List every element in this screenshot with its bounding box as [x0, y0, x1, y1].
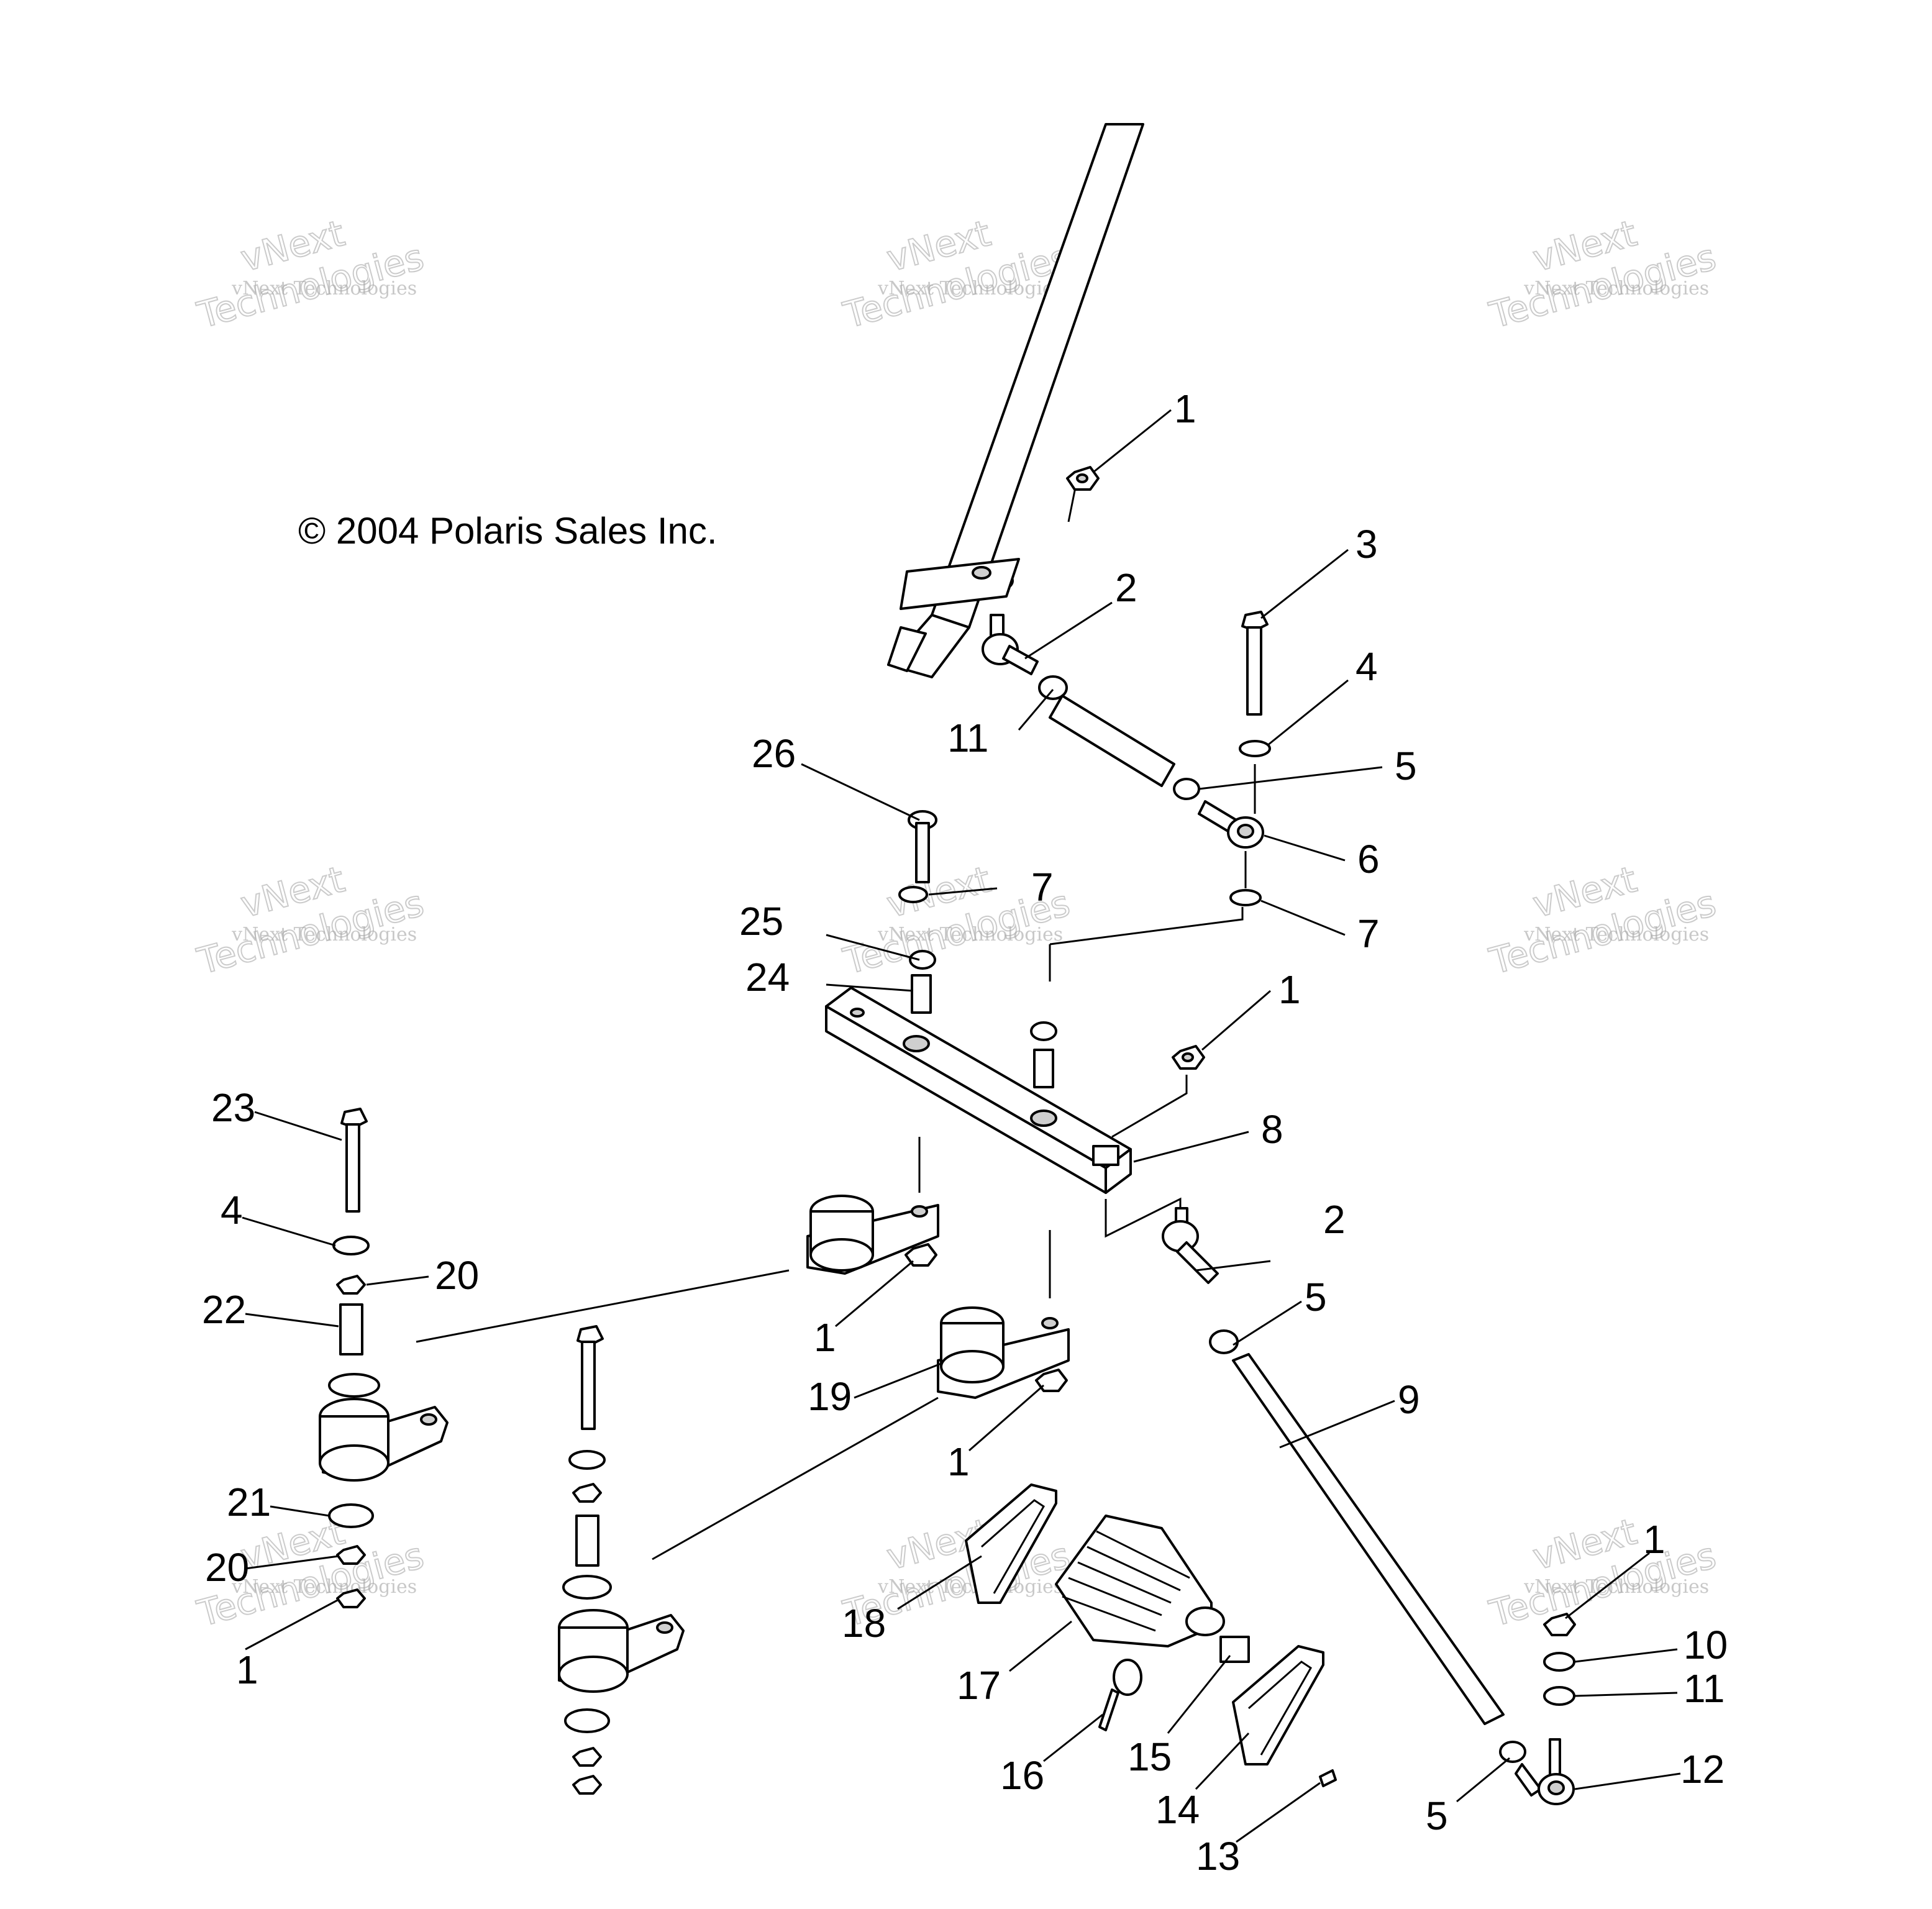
callout: 19	[808, 1374, 852, 1419]
callout: 1	[1278, 967, 1301, 1012]
nut-1-bar	[1111, 1045, 1205, 1138]
boot-assembly	[965, 1483, 1337, 1787]
guide-line	[416, 1269, 790, 1343]
callout: 5	[1305, 1275, 1327, 1319]
leader-lines	[242, 409, 1681, 1843]
watermark: vNext vNext Technologies Technologies	[1485, 211, 1721, 337]
callout: 23	[211, 1085, 255, 1130]
pitman-arm-lower	[937, 1230, 1070, 1399]
callout: 1	[1643, 1517, 1665, 1562]
callout: 3	[1356, 522, 1378, 567]
callout: 6	[1357, 837, 1380, 882]
callout: 16	[1000, 1753, 1044, 1798]
svg-text:vNext Technologies: vNext Technologies	[231, 1576, 417, 1598]
callout: 11	[947, 716, 988, 760]
callout: 20	[205, 1545, 249, 1590]
callout: 21	[227, 1480, 271, 1524]
svg-text:vNext Technologies: vNext Technologies	[231, 278, 417, 299]
middle-stack	[558, 1325, 685, 1795]
watermark: vNext vNext Technologies Technologies	[193, 211, 429, 337]
left-stack	[319, 1108, 449, 1608]
pitman-arm-upper	[806, 1137, 939, 1275]
callout: 4	[1356, 644, 1378, 689]
svg-text:vNext Technologies: vNext Technologies	[877, 924, 1063, 945]
watermark: vNext vNext Technologies Technologies	[1485, 857, 1721, 983]
guide-line	[652, 1396, 939, 1560]
callout: 7	[1357, 911, 1380, 956]
callout: 1	[814, 1315, 836, 1360]
callout: 25	[739, 899, 783, 944]
svg-text:vNext Technologies: vNext Technologies	[231, 924, 417, 945]
callout: 24	[745, 955, 790, 1000]
callout: 8	[1261, 1107, 1283, 1152]
callout: 14	[1155, 1787, 1200, 1832]
callout: 7	[1031, 865, 1054, 909]
callout: 9	[1398, 1377, 1420, 1422]
callout: 5	[1395, 744, 1417, 788]
upper-tie-rod	[982, 614, 1264, 849]
nut-1-upper	[1066, 466, 1100, 491]
steering-column	[887, 123, 1144, 678]
callout: 1	[947, 1439, 970, 1484]
svg-text:vNext Technologies: vNext Technologies	[877, 278, 1063, 299]
callout: 1	[1174, 386, 1196, 431]
callout-labels: 1 3 2 4 11 5 26 6 7 25 7 24 1 23 8 2 4 2…	[202, 386, 1728, 1879]
callout: 4	[221, 1188, 243, 1232]
callout: 15	[1128, 1734, 1172, 1779]
callout: 20	[435, 1253, 479, 1298]
callout: 1	[236, 1647, 258, 1692]
callout: 12	[1680, 1747, 1725, 1792]
svg-text:vNext Technologies: vNext Technologies	[1523, 278, 1709, 299]
watermark: vNext vNext Technologies Technologies	[193, 857, 429, 983]
callout: 13	[1196, 1834, 1240, 1879]
watermark: vNext vNext Technologies Technologies	[839, 857, 1075, 983]
right-washer-stack	[1543, 1613, 1576, 1706]
svg-text:vNext Technologies: vNext Technologies	[1523, 924, 1709, 945]
cross-bar	[825, 986, 1132, 1194]
callout: 11	[1684, 1666, 1725, 1711]
svg-text:vNext Technologies: vNext Technologies	[877, 1576, 1063, 1598]
callout: 18	[842, 1601, 886, 1646]
callout: 17	[957, 1663, 1001, 1708]
pivot-bolt-26	[898, 810, 1244, 1088]
callout: 10	[1684, 1623, 1728, 1667]
callout: 26	[752, 731, 796, 776]
bolt-3	[1229, 611, 1271, 906]
callout: 2	[1323, 1197, 1346, 1242]
lower-tie-rod	[1105, 1197, 1575, 1805]
callout: 2	[1115, 565, 1137, 610]
callout: 5	[1426, 1793, 1448, 1838]
callout: 22	[202, 1287, 246, 1332]
copyright-text: © 2004 Polaris Sales Inc.	[298, 510, 718, 552]
